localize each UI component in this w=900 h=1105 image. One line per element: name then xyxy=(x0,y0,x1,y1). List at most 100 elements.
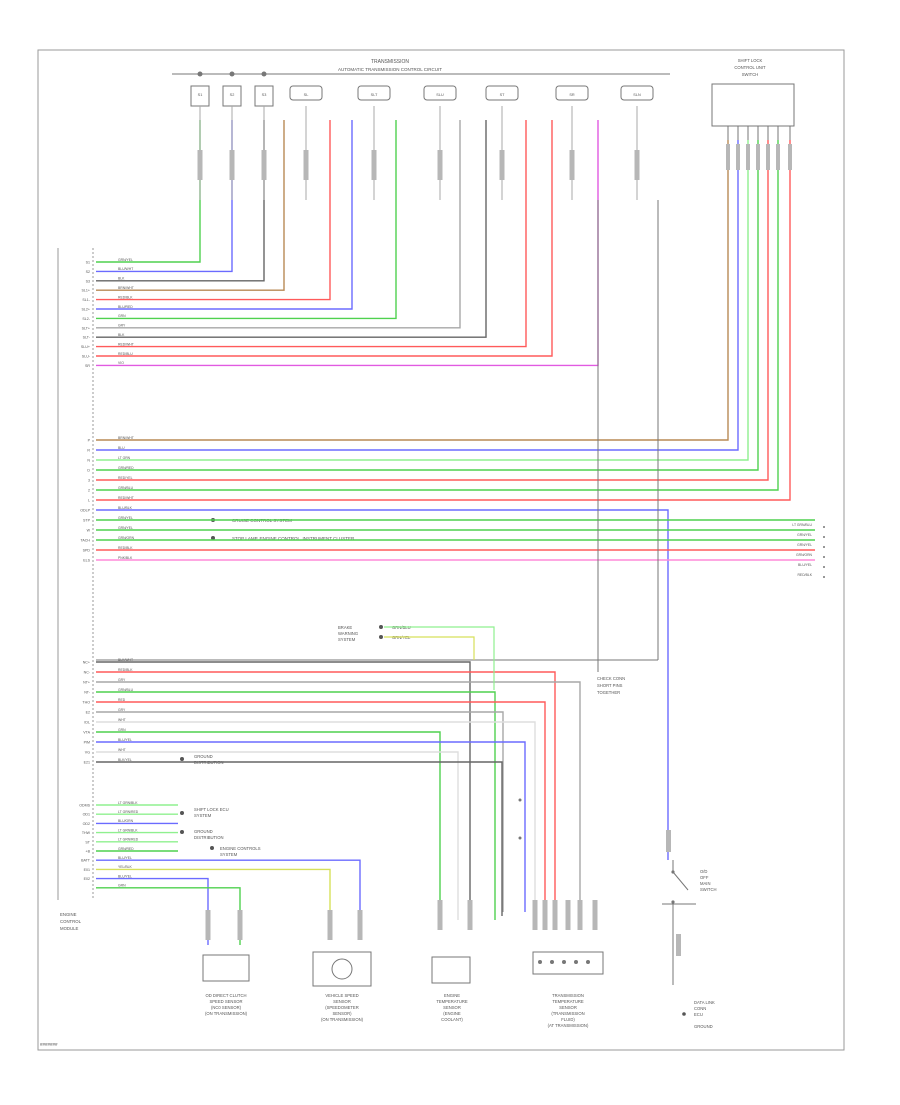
wire-color-label: LT GRN/RED xyxy=(118,838,139,842)
connector-pin xyxy=(357,910,363,940)
ecm-group3-pin-label: E21 xyxy=(84,761,90,765)
continuation-dot xyxy=(823,566,825,568)
ecm-group4-pin-label: ODMS xyxy=(79,804,90,808)
connector-pin-dot xyxy=(562,960,566,964)
solenoid-terminal xyxy=(197,71,203,77)
solenoid-terminal xyxy=(229,71,235,77)
shift-lock-ecu-line-1: SHIFT LOCK ECU xyxy=(194,807,229,812)
wire-color-label: RED/BLK xyxy=(118,295,133,299)
ecm-group4-pin-label: BATT xyxy=(81,859,91,863)
wire-group1 xyxy=(96,120,233,273)
ecm-group3-pin-label: IDL xyxy=(84,721,90,725)
connector-pin xyxy=(327,910,333,940)
wire-color-label: GRN/YEL xyxy=(118,516,133,520)
continuation-dot xyxy=(823,546,825,548)
wire-color-label: GRN xyxy=(118,884,126,888)
wire-color-label: WHT xyxy=(118,718,126,722)
ecm-group3-pin-label: NT+ xyxy=(83,681,90,685)
ground-dist-b-line-1: GROUND xyxy=(194,829,213,834)
brake-warning-line-3: SYSTEM xyxy=(338,637,356,642)
c2-label-line-4: SENSOR) xyxy=(332,1011,352,1016)
wire-group1 xyxy=(96,120,527,348)
wire-color-label: WHT xyxy=(118,748,126,752)
c3-label-line-2: TEMPERATURE xyxy=(436,999,468,1004)
solenoid-terminal xyxy=(261,71,267,77)
engine-temp-sensor-box xyxy=(431,956,471,984)
legend-item-4: GROUND xyxy=(694,1024,713,1029)
solenoid-label: S2 xyxy=(230,93,235,97)
connector-pin xyxy=(666,830,671,852)
wire-group1 xyxy=(96,120,487,338)
wire-color-label: GRN/BLU xyxy=(118,486,134,490)
ecm-connector-strip: S1S2S3SL1+SL1-SL2+SL2-SLT+SLT-SLU+SLU-SR… xyxy=(57,248,94,900)
wire-color-label: BRN/WHT xyxy=(118,286,134,290)
ecm-group3-pin-label: THO xyxy=(82,701,90,705)
wire-group4 xyxy=(96,887,241,945)
od-switch-line-2: OFF xyxy=(700,875,709,880)
connector-pin xyxy=(788,144,792,170)
brake-warning-line-2: WARNING xyxy=(338,631,358,636)
ecm-group4-pin-label: +B xyxy=(86,850,91,854)
wire-group3 xyxy=(96,711,504,912)
wire-color-label: RED xyxy=(118,698,126,702)
solenoid-label: SR xyxy=(569,93,575,97)
solenoid-box xyxy=(289,85,323,101)
od-main-switch xyxy=(662,860,696,985)
shift-lock-ecu-line-2: SYSTEM xyxy=(194,813,212,818)
connector-pin xyxy=(726,144,730,170)
ecm-group1-pin-label: SL1+ xyxy=(82,289,91,293)
connector-dot xyxy=(379,625,383,629)
wire-group2 xyxy=(96,140,739,451)
footer-code: ####### xyxy=(40,1042,58,1047)
solenoid-label: SL xyxy=(304,93,309,97)
ecm-group2-pin-label: P xyxy=(88,439,91,443)
ecm-group1-pin-label: SL2+ xyxy=(82,308,91,312)
wire-group1 xyxy=(96,120,553,357)
wire-color-label: RED/BLU xyxy=(118,352,133,356)
ecm-group1-pin-label: SLU+ xyxy=(81,345,90,349)
wire-group1 xyxy=(96,120,331,301)
legend-item-1: DATA LINK xyxy=(694,1000,715,1005)
c4-label-line-5: FLUID) xyxy=(561,1017,575,1022)
wire-color-label: BLK xyxy=(118,277,125,281)
od-clutch-speed-sensor-box xyxy=(202,954,250,982)
ecm-group1-pin-label: SL1- xyxy=(82,298,90,302)
c1-label-line-1: OD DIRECT CLUTCH xyxy=(205,993,246,998)
ground-dist-b-line-2: DISTRIBUTION xyxy=(194,835,224,840)
ecm-group3-pin-label: VG xyxy=(85,751,90,755)
shift-lock-switch-box xyxy=(711,83,795,127)
diagram-subtitle: AUTOMATIC TRANSMISSION CONTROL CIRCUIT xyxy=(338,67,442,72)
connector-pin xyxy=(437,150,443,180)
transmission-temp-connector xyxy=(532,951,604,975)
connector-pin xyxy=(437,900,443,930)
ecm-group2-pin-label: D xyxy=(87,469,90,473)
wire-group3 xyxy=(96,761,503,916)
ecm-group1-pin-label: SLT+ xyxy=(82,326,90,330)
wire-color-label: GRN/BLU xyxy=(118,688,134,692)
wire-color-label: BLU/WHT xyxy=(118,267,133,271)
connector-pin xyxy=(542,900,548,930)
connector-pin xyxy=(766,144,770,170)
ecm-label-line-1: ENGINE xyxy=(60,912,77,917)
wire-color-label: GRN xyxy=(118,314,126,318)
ecm-group4-pin-label: THW xyxy=(82,831,91,835)
wire-group2 xyxy=(96,140,729,441)
right-edge-wire-label: GRN/YEL xyxy=(797,543,812,547)
wire-color-label: VIO xyxy=(118,361,124,365)
wire-group3 xyxy=(96,671,556,916)
connector-pin-dot xyxy=(550,960,554,964)
c1-label-line-3: (NC0 SENSOR) xyxy=(211,1005,242,1010)
c4-label-line-4: (TRANSMISSION xyxy=(551,1011,584,1016)
c4-label-line-6: (AT TRANSMISSION) xyxy=(548,1023,589,1028)
connector-pin xyxy=(565,900,571,930)
wire-group4 xyxy=(96,868,331,940)
legend-dot xyxy=(682,1012,686,1016)
wire-group4 xyxy=(96,877,209,945)
od-switch-line-4: SWITCH xyxy=(700,887,717,892)
continuation-dot xyxy=(823,536,825,538)
ecm-group4-pin-label: E01 xyxy=(84,868,90,872)
connector-pin xyxy=(776,144,780,170)
ecm-group2-pin-label: N xyxy=(87,459,90,463)
